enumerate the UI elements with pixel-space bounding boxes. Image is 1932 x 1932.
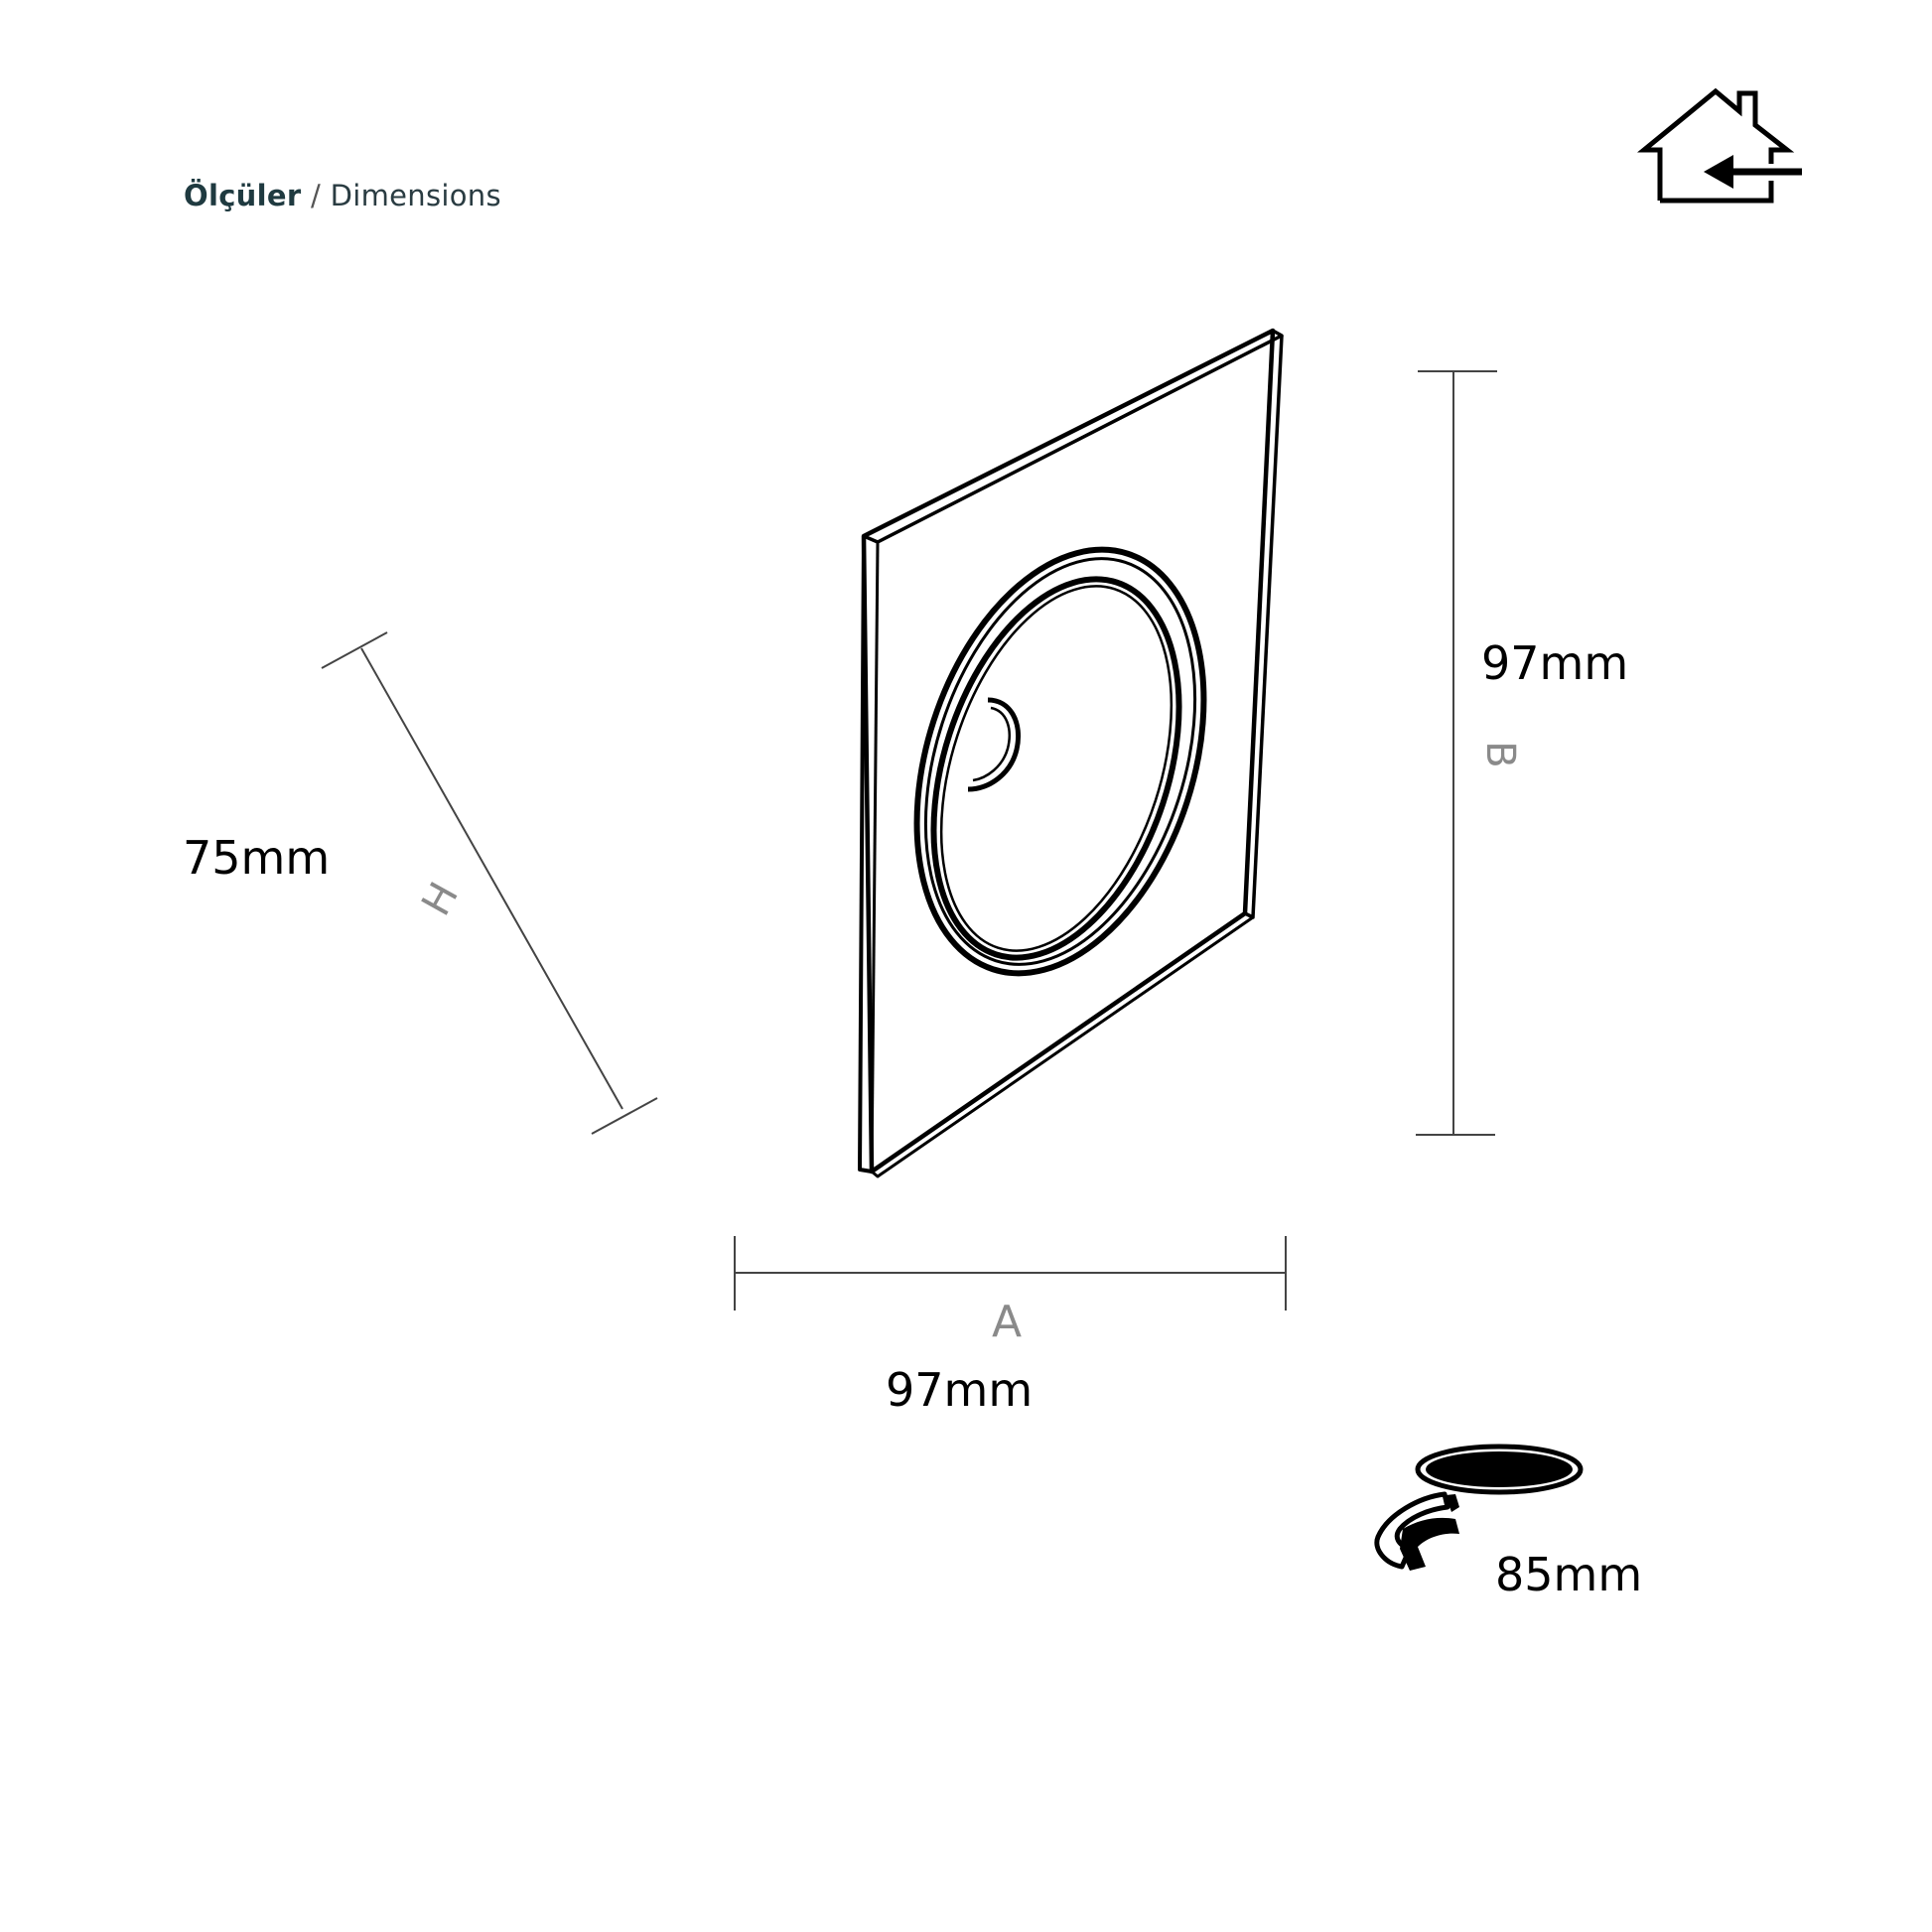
title-separator: /: [310, 179, 322, 212]
dimension-b: [1416, 370, 1497, 1136]
title-turkish: Ölçüler: [184, 179, 302, 212]
dimension-h-tick-top: [321, 631, 388, 669]
cutout-value: 85mm: [1495, 1548, 1642, 1601]
dimension-h-tick-bottom: [591, 1097, 658, 1135]
dimension-h-line: [360, 647, 623, 1110]
dimension-b-letter: B: [1477, 741, 1523, 767]
house-indoor-icon: [1637, 87, 1802, 204]
lens-element: [967, 697, 1021, 792]
title-english: Dimensions: [330, 179, 501, 212]
ceiling-cutout-icon: [1374, 1444, 1584, 1571]
inner-ring-edge: [939, 585, 1173, 952]
dimension-a-value: 97mm: [886, 1363, 1033, 1417]
product-plate: [858, 328, 1284, 1178]
page-title: Ölçüler / Dimensions: [184, 179, 501, 212]
dimension-h-letter: H: [413, 875, 468, 923]
dimension-a: [734, 1236, 1287, 1311]
outer-ring-inner: [923, 557, 1197, 966]
dimension-b-value: 97mm: [1481, 636, 1628, 690]
dimension-a-letter: A: [992, 1297, 1022, 1347]
plate-edge-left: [858, 535, 873, 1173]
dimension-h: [321, 631, 658, 1135]
plate-edge-top: [863, 329, 1284, 544]
outer-ring: [913, 546, 1207, 977]
plate-edge-bottom: [871, 915, 1254, 1178]
inner-ring: [930, 576, 1182, 961]
dimension-h-value: 75mm: [183, 831, 330, 885]
